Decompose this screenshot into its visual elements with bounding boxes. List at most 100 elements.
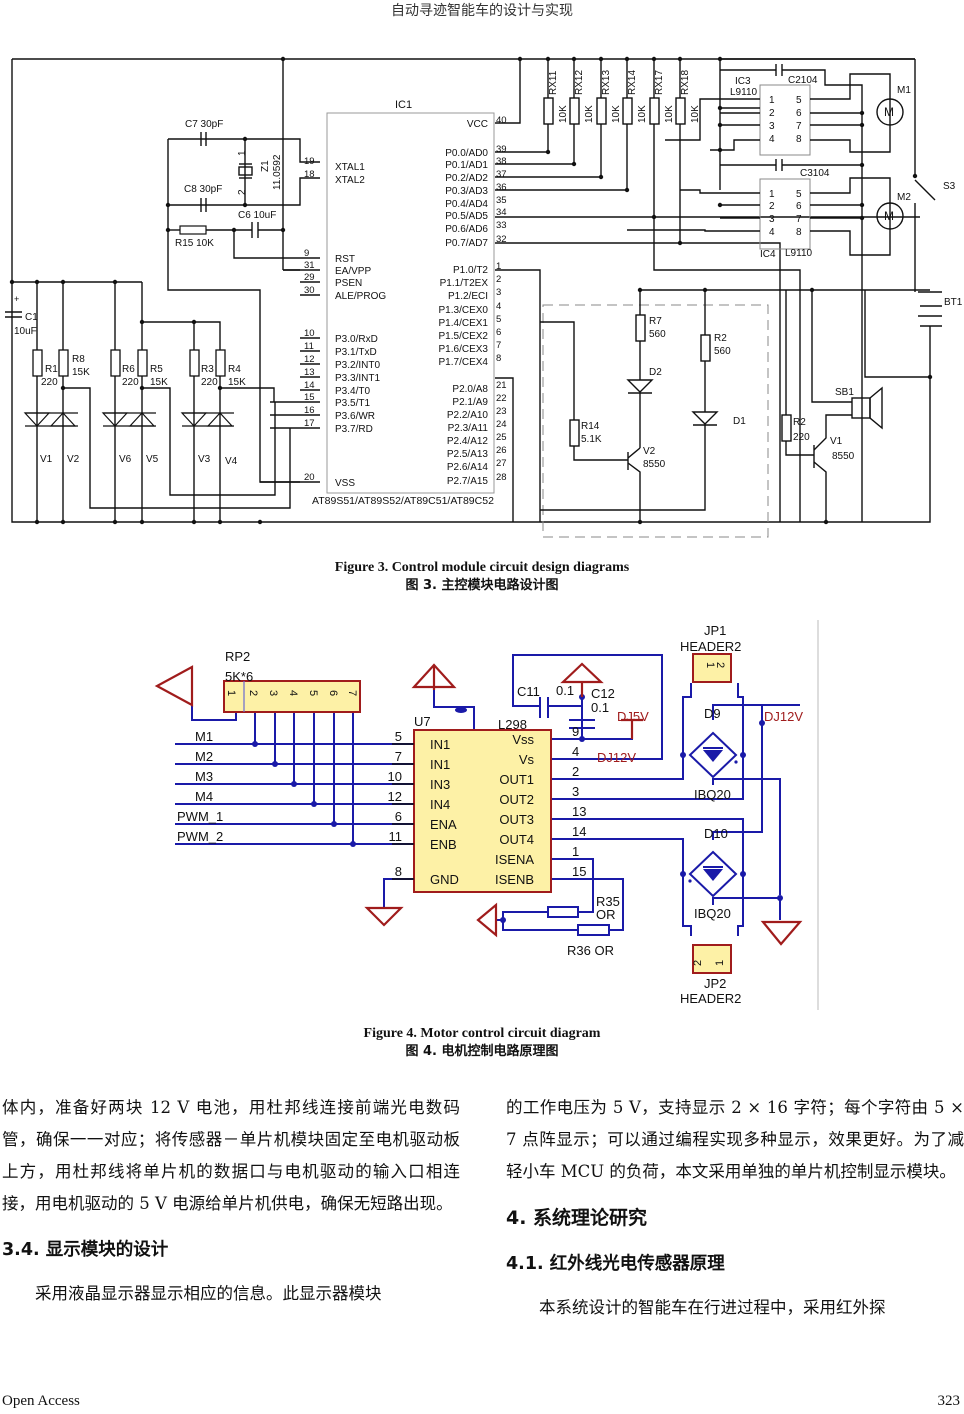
rp2-ref: RP2 [225,649,250,664]
u7-pin-name: OUT1 [499,772,534,787]
l9110-pin-number: 8 [796,227,802,238]
ic1-body [326,112,495,494]
rx-resistor-label: RX12 [574,70,585,95]
r35-body [547,906,579,918]
l9110-pin-number: 7 [796,214,802,225]
jp2-body [692,944,732,974]
u7-pin-number: 13 [572,804,586,819]
fig3-junctions [9,56,933,525]
jp2-pin2: 2 [692,960,704,966]
ic1-pin-name: P3.4/T0 [335,386,370,397]
ic1-pin-number: 16 [304,405,315,416]
r36-body [577,924,610,936]
v1b-label: V1 [830,436,843,447]
ic1-pin-name: P0.2/AD2 [445,173,488,184]
ic1-ref: IC1 [395,99,412,111]
u7-pin-name: ISENA [495,852,534,867]
dj12v-label-a: DJ12V [597,750,636,765]
ic1-pin-number: 14 [304,380,315,391]
fig4-junctions [252,694,783,923]
r8-value: 15K [72,367,90,378]
l9110-pin-number: 5 [796,189,802,200]
c1-value: 10uF [14,326,37,337]
u7-pin-name: IN1 [430,757,450,772]
ic1-pin-name: P1.4/CEX1 [439,318,489,329]
l9110-pin-number: 4 [769,134,775,145]
u7-pin-number: 12 [388,789,402,804]
rp2-value: 5K*6 [225,669,253,684]
r7-label: R7 [649,316,662,327]
u7-pin-number: 3 [572,784,579,799]
left-column: 体内，准备好两块 12 V 电池，用杜邦线连接前端光电数码管，确保一一对应；将传… [2,1092,460,1310]
ic1-pin-name: P1.1/T2EX [440,278,489,289]
s3-label: S3 [943,181,956,192]
ic1-pin-name: P0.3/AD3 [445,186,488,197]
u7-pin-name: Vs [519,752,535,767]
fig3-wires [11,58,942,538]
fig4-power-symbols [154,662,803,946]
figure-3-caption-en: Figure 3. Control module circuit design … [334,560,630,575]
r7-value: 560 [649,329,666,340]
r36-label: R36 OR [567,943,614,958]
v2-label: V2 [67,454,80,465]
u7-pin-number: 15 [572,864,586,879]
u7-left-pins: 5IN1M17IN1M210IN3M312IN4M46ENAPWM_111ENB… [177,729,459,887]
right-para-1: 的工作电压为 5 V，支持显示 2 × 16 字符；每个字符由 5 × 7 点阵… [506,1098,964,1181]
u7-pin-name: ENA [430,817,457,832]
r6-value: 220 [122,377,139,388]
figure-4-caption-en: Figure 4. Motor control circuit diagram [363,1026,601,1041]
ic1-pin-number: 20 [304,472,315,483]
r4-label: R4 [228,364,241,375]
v2b-label: V2 [643,446,656,457]
ic1-right-pins: 40VCC39P0.0/AD038P0.1/AD137P0.2/AD236P0.… [439,115,507,487]
rx-resistor-value: 10K [637,105,648,123]
ic1-pin-number: 15 [304,392,315,403]
page-number: 323 [937,1393,961,1409]
running-title: 自动寻迹智能车的设计与实现 [391,3,573,19]
jp1-ref: JP1 [704,623,726,638]
u7-pin-name: ENB [430,837,457,852]
ic3-ref: IC3 [735,76,751,87]
u7-pin-number: 1 [572,844,579,859]
u7-body [413,729,552,893]
rx-resistor-label: RX14 [627,70,638,95]
u7-pin-name: OUT3 [499,812,534,827]
svg-text:+: + [14,294,19,304]
fig3-labels: IC1 AT89S51/AT89S52/AT89C51/AT89C52 19XT… [14,70,963,507]
net-label: PWM_2 [177,829,223,844]
u7-pin-number: 11 [389,829,403,844]
u7-pin-number: 8 [395,864,402,879]
right-column: 的工作电压为 5 V，支持显示 2 × 16 字符；每个字符由 5 × 7 点阵… [506,1092,964,1324]
ic1-pin-name: P1.7/CEX4 [439,357,489,368]
ic1-pin-name: P3.6/WR [335,411,375,422]
u7-pin-name: ISENB [495,872,534,887]
jp2-ref: JP2 [704,976,726,991]
rx-resistor-label: RX17 [654,70,665,95]
dj5v-label: DJ5V [617,709,649,724]
ic1-pin-number: 32 [496,234,507,245]
motor-m2-symbol: M [884,209,894,223]
figure-3-caption: Figure 3. Control module circuit design … [0,559,964,595]
u7-right-pins: 9Vss4Vs2OUT13OUT213OUT314OUT41ISENA15ISE… [495,724,586,887]
l9110-pin-number: 7 [796,121,802,132]
c2-label: C2104 [788,75,818,86]
ic1-pin-name: P1.2/ECI [448,291,488,302]
ic1-pin-name: P0.0/AD0 [445,148,488,159]
ic1-pin-name: XTAL2 [335,175,365,186]
left-para-1: 体内，准备好两块 12 V 电池，用杜邦线连接前端光电数码管，确保一一对应；将传… [2,1098,460,1213]
v4-label: V4 [225,456,238,467]
fig3-sensor-resistors [32,349,226,377]
rx-resistor-value: 10K [558,105,569,123]
figure-4-caption: Figure 4. Motor control circuit diagram … [0,1025,964,1061]
l9110-pin-number: 6 [796,108,802,119]
ic1-pin-number: 8 [496,353,501,364]
l9110-pin-number: 5 [796,95,802,106]
jp2-part: HEADER2 [680,991,741,1006]
ic4-part: L9110 [785,248,813,259]
r1-value: 220 [41,377,58,388]
r8-label: R8 [72,354,85,365]
u7-pin-name: GND [430,872,459,887]
l9110-pin-number: 3 [769,121,775,132]
ic1-pin-name: P2.5/A13 [447,449,489,460]
